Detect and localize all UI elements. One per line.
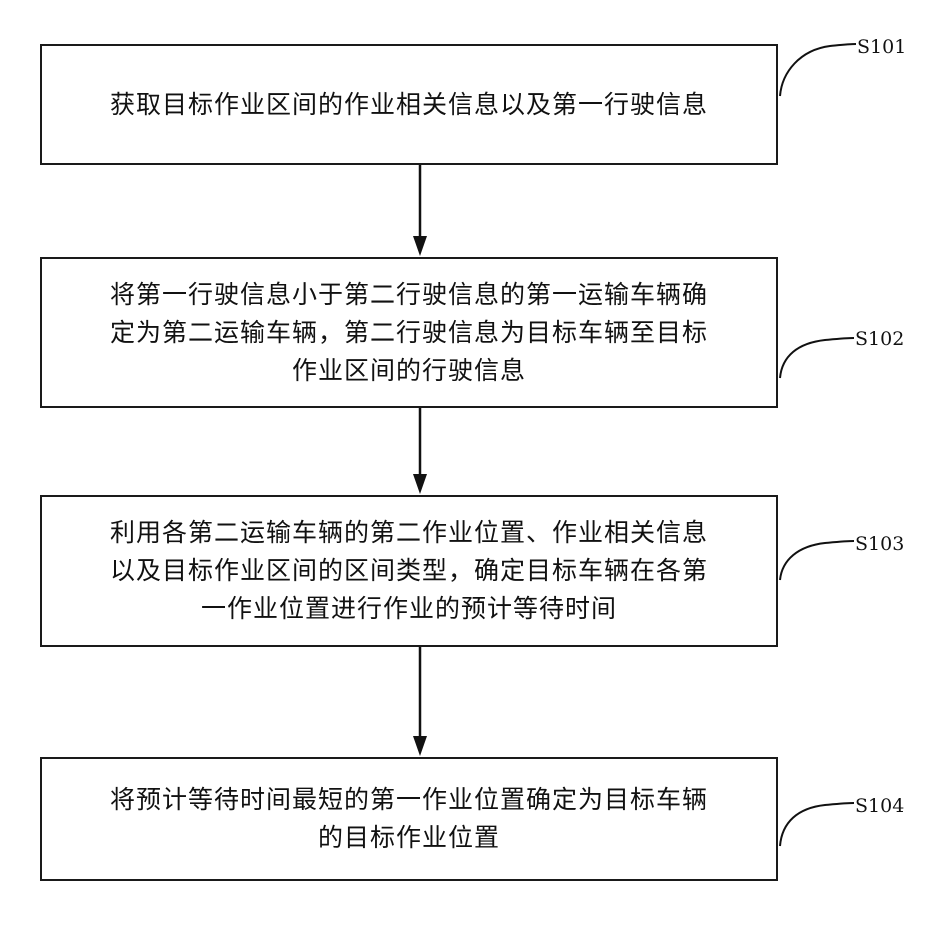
step-label-s104: S104 bbox=[855, 795, 904, 817]
step-box-s102: 将第一行驶信息小于第二行驶信息的第一运输车辆确 定为第二运输车辆，第二行驶信息为… bbox=[40, 257, 778, 408]
arrow-s103-to-s104 bbox=[413, 647, 427, 756]
leader-s104 bbox=[780, 803, 854, 846]
step-text-s101: 获取目标作业区间的作业相关信息以及第一行驶信息 bbox=[110, 86, 708, 124]
step-text-s103: 利用各第二运输车辆的第二作业位置、作业相关信息 以及目标作业区间的区间类型，确定… bbox=[110, 514, 708, 628]
step-box-s103: 利用各第二运输车辆的第二作业位置、作业相关信息 以及目标作业区间的区间类型，确定… bbox=[40, 495, 778, 647]
step-label-s103: S103 bbox=[855, 533, 904, 555]
step-label-s101: S101 bbox=[857, 36, 906, 58]
step-text-s102: 将第一行驶信息小于第二行驶信息的第一运输车辆确 定为第二运输车辆，第二行驶信息为… bbox=[110, 276, 708, 390]
leader-s103 bbox=[780, 541, 854, 580]
step-box-s104: 将预计等待时间最短的第一作业位置确定为目标车辆 的目标作业位置 bbox=[40, 757, 778, 881]
leader-s101 bbox=[780, 44, 856, 96]
arrow-s101-to-s102 bbox=[413, 165, 427, 256]
step-box-s101: 获取目标作业区间的作业相关信息以及第一行驶信息 bbox=[40, 44, 778, 165]
leader-s102 bbox=[780, 338, 854, 378]
step-label-s102: S102 bbox=[855, 328, 904, 350]
step-text-s104: 将预计等待时间最短的第一作业位置确定为目标车辆 的目标作业位置 bbox=[110, 781, 708, 857]
arrow-s102-to-s103 bbox=[413, 408, 427, 494]
